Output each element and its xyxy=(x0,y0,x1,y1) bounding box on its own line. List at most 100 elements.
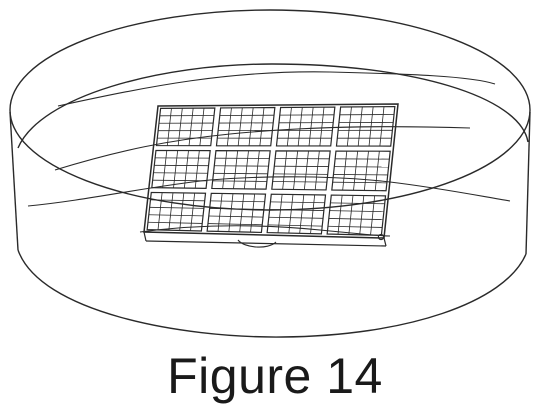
cell-gridline xyxy=(149,206,204,209)
cell-gridline xyxy=(346,106,352,147)
cell-gridline xyxy=(207,223,263,226)
panel-module xyxy=(271,150,331,191)
cell-gridline xyxy=(286,107,292,146)
panel-module xyxy=(211,150,271,190)
cell-gridline xyxy=(166,108,172,146)
cell-gridline xyxy=(273,173,328,175)
cell-gridline xyxy=(209,208,264,210)
cell-gridline xyxy=(233,150,239,189)
cell-gridline xyxy=(148,214,204,217)
pool-wall-left xyxy=(9,111,19,251)
wave xyxy=(57,71,496,107)
cell-gridline xyxy=(353,151,359,191)
water-line xyxy=(17,63,529,149)
cell-gridline xyxy=(363,151,369,191)
cell-gridline xyxy=(330,202,385,205)
cell-gridline xyxy=(327,225,383,228)
cell-gridline xyxy=(208,215,264,218)
cell-gridline xyxy=(282,150,288,190)
cell-gridline xyxy=(333,174,388,176)
panel-module xyxy=(335,105,396,147)
cell-gridline xyxy=(277,194,283,233)
cell-gridline xyxy=(153,172,208,174)
water-waves xyxy=(27,71,511,237)
cell-gridline xyxy=(268,216,324,219)
panel-float xyxy=(237,233,385,248)
cell-gridline xyxy=(267,224,323,227)
cell-gridline xyxy=(288,194,294,234)
panel-module xyxy=(326,194,387,236)
float-body xyxy=(237,239,277,248)
cell-gridline xyxy=(293,150,299,190)
cell-gridline xyxy=(228,193,234,232)
panel-module xyxy=(155,107,216,147)
figure-caption: Figure 14 xyxy=(167,348,383,404)
panel-module xyxy=(215,106,276,147)
cell-gridline xyxy=(314,150,320,190)
cell-gridline xyxy=(237,107,243,146)
cell-gridline xyxy=(303,150,309,190)
pool-rim xyxy=(9,9,531,211)
cell-gridline xyxy=(379,106,385,147)
panel-frame xyxy=(143,103,399,239)
cell-gridline xyxy=(374,151,380,191)
panel-module xyxy=(331,150,391,192)
cell-gridline xyxy=(194,150,200,189)
cell-gridline xyxy=(243,150,249,189)
panel-cord-end xyxy=(377,233,385,241)
cell-gridline xyxy=(370,195,376,236)
cell-gridline xyxy=(259,107,265,146)
cell-gridline xyxy=(213,172,268,175)
cell-gridline xyxy=(337,195,343,235)
cell-gridline xyxy=(328,218,384,220)
cell-gridline xyxy=(177,108,183,146)
cell-gridline xyxy=(310,194,316,234)
cell-gridline xyxy=(269,209,324,211)
pool-outline xyxy=(9,9,531,338)
cell-gridline xyxy=(152,179,207,182)
cell-gridline xyxy=(217,193,223,232)
wave xyxy=(27,176,511,207)
wave xyxy=(54,126,471,171)
panel-module xyxy=(146,191,207,232)
cell-gridline xyxy=(162,150,168,188)
cell-gridline xyxy=(199,108,205,146)
pool-diagram xyxy=(9,9,531,338)
cell-gridline xyxy=(332,181,387,184)
cell-gridline xyxy=(150,199,205,202)
cell-gridline xyxy=(270,201,325,204)
cell-gridline xyxy=(359,195,365,235)
cell-gridline xyxy=(179,192,185,231)
pool-bottom xyxy=(17,249,527,338)
cell-gridline xyxy=(248,107,254,146)
cell-gridline xyxy=(210,200,265,203)
cell-gridline xyxy=(183,150,189,189)
cell-gridline xyxy=(173,150,179,188)
panel-module xyxy=(206,192,267,234)
pool-wall-right xyxy=(525,111,531,255)
cell-gridline xyxy=(272,181,327,183)
cell-gridline xyxy=(239,193,245,232)
cell-gridline xyxy=(368,106,374,147)
panel-module xyxy=(275,106,336,147)
panel-edge xyxy=(143,231,147,242)
cell-gridline xyxy=(222,150,228,189)
cell-gridline xyxy=(157,192,163,230)
cell-gridline xyxy=(250,193,256,233)
cell-gridline xyxy=(168,192,174,231)
panel-module xyxy=(266,193,327,235)
cell-gridline xyxy=(226,107,232,146)
cell-gridline xyxy=(308,107,314,146)
cell-gridline xyxy=(299,194,305,234)
cell-gridline xyxy=(329,210,384,213)
cell-gridline xyxy=(348,195,354,235)
cell-gridline xyxy=(319,107,325,146)
cell-gridline xyxy=(212,180,267,182)
cell-gridline xyxy=(297,107,303,146)
panel-edge xyxy=(145,240,387,247)
cell-gridline xyxy=(188,108,194,146)
panel-edge xyxy=(383,237,387,247)
solar-panel xyxy=(143,103,399,247)
cell-gridline xyxy=(190,193,196,231)
cell-gridline xyxy=(342,151,348,191)
